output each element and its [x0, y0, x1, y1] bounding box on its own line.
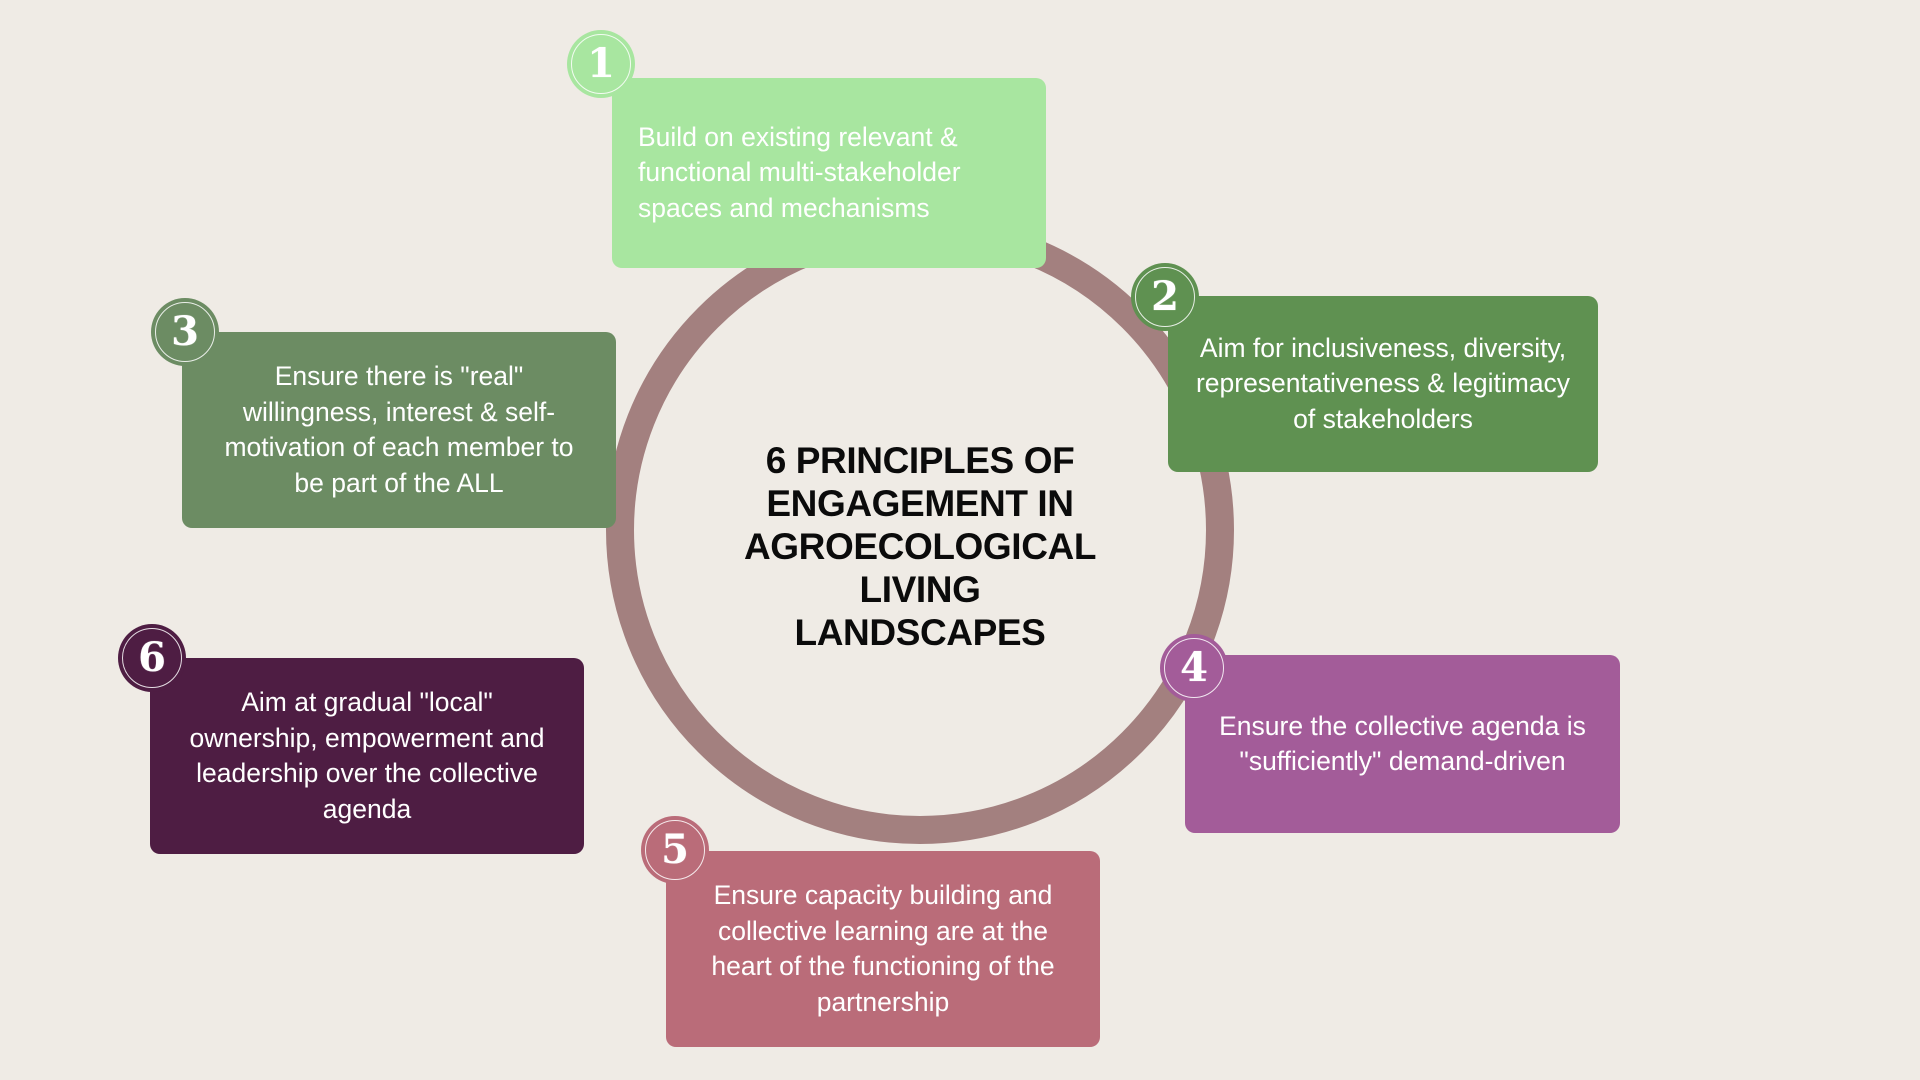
principle-text-3: Ensure there is "real" willingness, inte… — [224, 361, 574, 498]
title-line-5: LANDSCAPES — [794, 611, 1046, 653]
title-line-2: ENGAGEMENT IN — [766, 482, 1074, 524]
principle-badge-3[interactable]: 3 — [151, 298, 219, 366]
principle-card-6[interactable]: Aim at gradual "local" ownership, empowe… — [150, 658, 584, 854]
principle-card-1[interactable]: Build on existing relevant & functional … — [612, 78, 1046, 268]
badge-ring-icon — [155, 302, 215, 362]
principle-badge-5[interactable]: 5 — [641, 816, 709, 884]
page-title: 6 PRINCIPLES OF ENGAGEMENT IN AGROECOLOG… — [710, 440, 1130, 655]
principle-text-2: Aim for inclusiveness, diversity, repres… — [1195, 332, 1571, 434]
principle-number-4: 4 — [1180, 644, 1208, 691]
badge-ring-icon — [122, 628, 182, 688]
principle-text-1: Build on existing relevant & functional … — [638, 121, 961, 223]
principle-text-6: Aim at gradual "local" ownership, empowe… — [189, 687, 545, 824]
principle-number-3: 3 — [171, 308, 199, 355]
principle-text-5: Ensure capacity building and collective … — [711, 880, 1055, 1017]
principle-badge-2[interactable]: 2 — [1131, 263, 1199, 331]
title-line-4: LIVING — [859, 568, 981, 610]
principle-number-2: 2 — [1151, 273, 1179, 320]
title-line-3: AGROECOLOGICAL — [743, 525, 1097, 567]
principle-badge-6[interactable]: 6 — [118, 624, 186, 692]
principle-card-5[interactable]: Ensure capacity building and collective … — [666, 851, 1100, 1047]
principle-number-1: 1 — [587, 40, 615, 87]
principle-text-4: Ensure the collective agenda is "suffici… — [1219, 710, 1586, 777]
principle-badge-4[interactable]: 4 — [1160, 634, 1228, 702]
title-line-1: 6 PRINCIPLES OF — [765, 440, 1075, 481]
principle-card-2[interactable]: Aim for inclusiveness, diversity, repres… — [1168, 296, 1598, 472]
principle-number-5: 5 — [661, 826, 689, 873]
principle-card-4[interactable]: Ensure the collective agenda is "suffici… — [1185, 655, 1620, 833]
principle-card-3[interactable]: Ensure there is "real" willingness, inte… — [182, 332, 616, 528]
badge-ring-icon — [571, 34, 631, 94]
principle-badge-1[interactable]: 1 — [567, 30, 635, 98]
principle-number-6: 6 — [138, 634, 166, 681]
